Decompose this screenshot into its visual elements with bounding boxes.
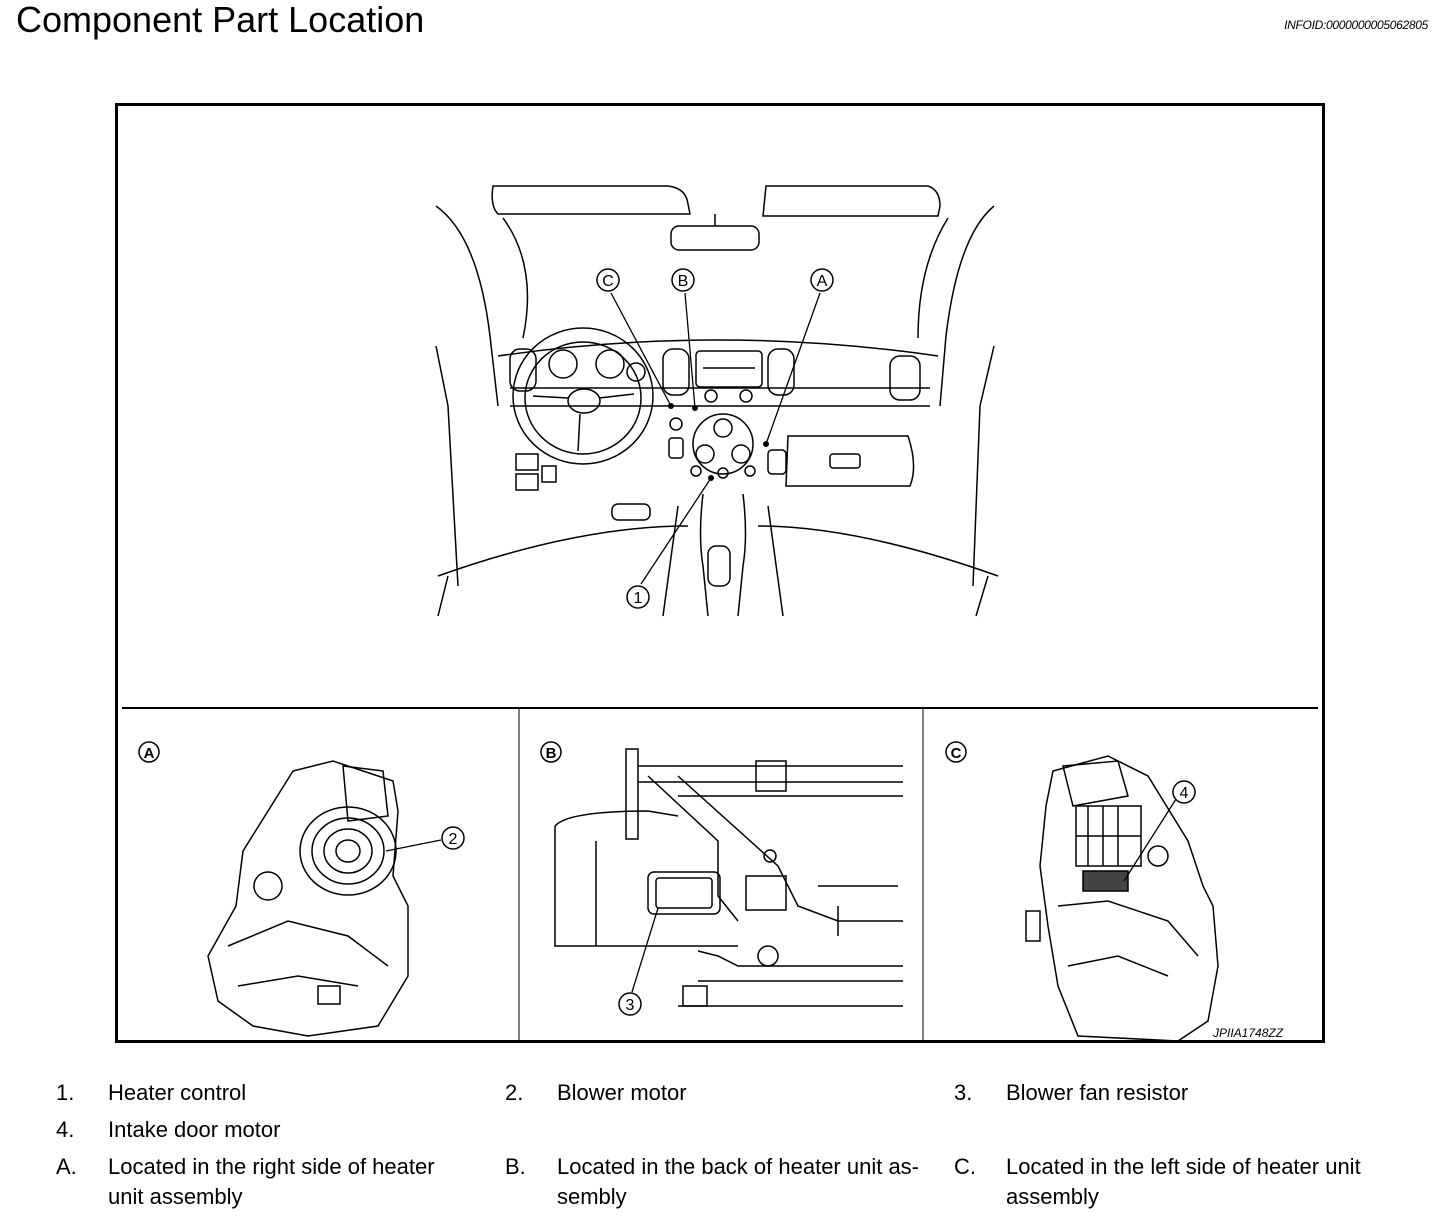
legend-text: Located in the left side of heater unit	[1006, 1154, 1361, 1179]
legend-number: C.	[954, 1154, 976, 1179]
callout-leaders	[610, 292, 821, 585]
dashboard-illustration	[435, 185, 999, 617]
heater-unit-back	[554, 748, 903, 1007]
legend-text-line2: sembly	[557, 1184, 627, 1209]
legend-number: A.	[56, 1154, 77, 1179]
heater-unit-left-side	[1025, 755, 1219, 1040]
legend-text-line2: unit assembly	[108, 1184, 243, 1209]
panel-b: B 3	[540, 741, 903, 1016]
callout-c-main: C	[596, 268, 620, 292]
legend-text-line2: assembly	[1006, 1184, 1099, 1209]
figure-code: JPIIA1748ZZ	[1213, 1026, 1284, 1040]
callout-2-label: 2	[449, 831, 458, 848]
callout-c-label: C	[602, 273, 614, 290]
callout-1-label: 1	[634, 590, 643, 607]
legend-text: Blower fan resistor	[1006, 1080, 1189, 1105]
panel-c: C 4	[945, 741, 1219, 1040]
legend-text: Heater control	[108, 1080, 247, 1105]
legend-number: 1.	[56, 1080, 75, 1105]
legend-text: Located in the back of heater unit as-	[557, 1154, 920, 1179]
callout-dots	[668, 403, 769, 481]
legend-text: Blower motor	[557, 1080, 687, 1105]
heater-unit-right-side	[207, 760, 409, 1037]
callout-b-main: B	[671, 268, 695, 292]
legend-text: Located in the right side of heater	[108, 1154, 435, 1179]
panel-c-label: C	[951, 745, 962, 762]
page-title: Component Part Location	[16, 0, 425, 40]
callout-1-main: 1	[626, 585, 650, 609]
callout-3-label: 3	[626, 997, 635, 1014]
legend-number: 2.	[505, 1080, 524, 1105]
legend-text: Intake door motor	[108, 1117, 281, 1142]
callout-4-label: 4	[1180, 785, 1189, 802]
component-location-figure: C B A 1 A	[115, 103, 1325, 1043]
panel-b-label: B	[546, 745, 557, 762]
callout-a-main: A	[810, 268, 834, 292]
panel-a: A 2	[138, 741, 465, 1037]
legend-number: 4.	[56, 1117, 75, 1142]
legend-number: 3.	[954, 1080, 973, 1105]
panel-a-label: A	[144, 745, 155, 762]
callout-b-label: B	[678, 273, 689, 290]
callout-a-label: A	[817, 273, 828, 290]
info-id: INFOID:0000000005062805	[1284, 18, 1428, 32]
figure-drawing: C B A 1 A	[122, 185, 1318, 1040]
legend-number: B.	[505, 1154, 526, 1179]
